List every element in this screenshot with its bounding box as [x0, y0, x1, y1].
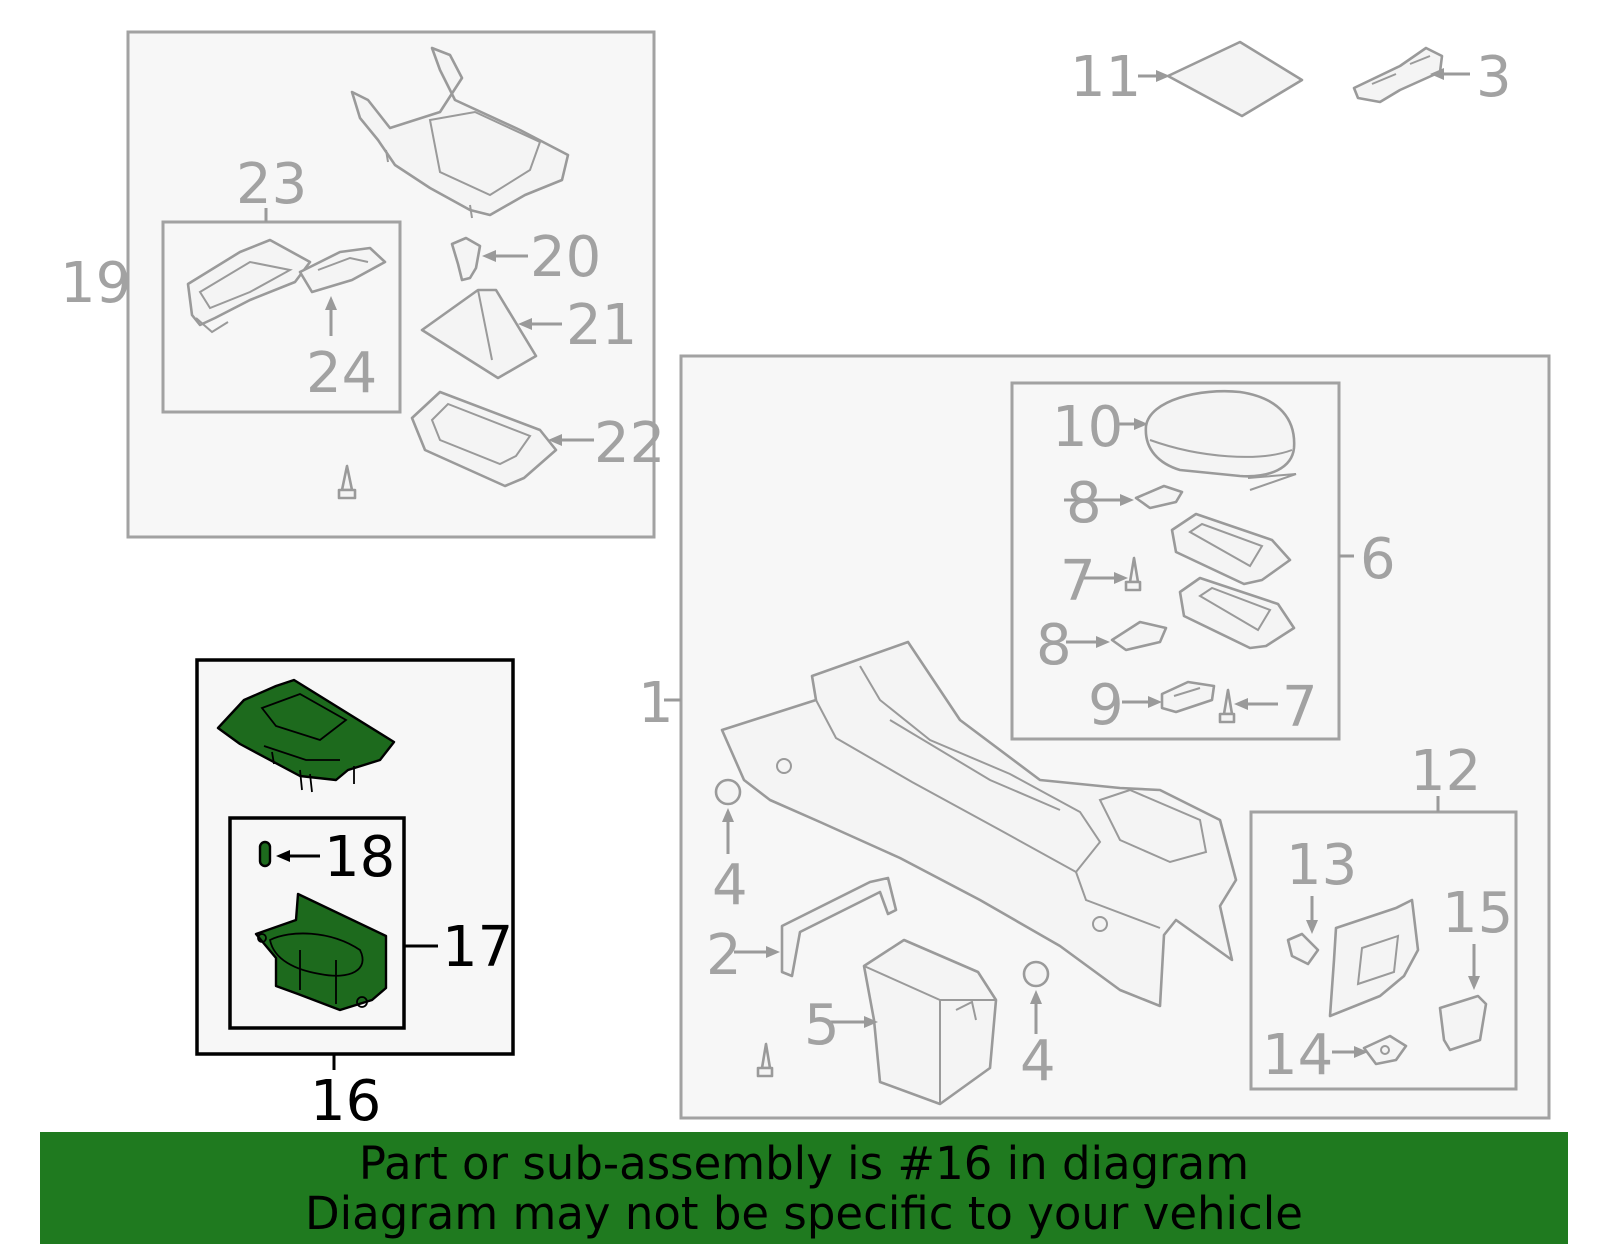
- callout-14: 14: [1262, 1023, 1333, 1088]
- arrowhead-4a: [722, 808, 734, 822]
- part-14-nut: [1362, 1034, 1408, 1066]
- part-23-tray: [186, 238, 312, 334]
- arrowhead-8a: [1120, 494, 1134, 506]
- callout-24: 24: [306, 341, 377, 406]
- callout-7a: 7: [1060, 549, 1096, 614]
- arrowhead-8b: [1096, 636, 1110, 648]
- arrowhead-15: [1468, 976, 1480, 990]
- part-22-bezel: [410, 390, 558, 488]
- part-15-cap: [1438, 994, 1488, 1052]
- part-8-clip-lower: [1110, 620, 1168, 652]
- info-banner: Part or sub-assembly is #16 in diagram D…: [40, 1132, 1568, 1244]
- banner-line-2: Diagram may not be specific to your vehi…: [305, 1187, 1303, 1240]
- part-24-clip: [298, 246, 387, 294]
- arrowhead-7b: [1234, 698, 1248, 710]
- part-3-bracket: [1352, 46, 1444, 104]
- callout-17: 17: [442, 915, 513, 980]
- arrowhead-24: [325, 296, 337, 310]
- callout-10: 10: [1052, 395, 1123, 460]
- part-21-shift-boot: [420, 288, 538, 380]
- callout-22: 22: [594, 411, 665, 476]
- arrowhead-18: [276, 850, 290, 862]
- arrowhead-4b: [1030, 990, 1042, 1004]
- callout-7b: 7: [1282, 675, 1318, 740]
- part-18-pin: [258, 840, 272, 868]
- arrowhead-13: [1306, 920, 1318, 934]
- callout-5: 5: [804, 993, 840, 1058]
- part-9-switch: [1160, 680, 1216, 714]
- banner-line-1: Part or sub-assembly is #16 in diagram: [358, 1137, 1250, 1190]
- callout-12: 12: [1410, 739, 1481, 804]
- callout-19: 19: [60, 251, 131, 316]
- callout-21: 21: [566, 293, 637, 358]
- callout-23: 23: [236, 152, 307, 217]
- console-body: [720, 640, 1238, 1008]
- callout-4b: 4: [1020, 1029, 1056, 1094]
- arrowhead-7a: [1114, 572, 1128, 584]
- callout-2: 2: [706, 923, 742, 988]
- arrowhead-10: [1134, 418, 1148, 430]
- callout-4a: 4: [712, 853, 748, 918]
- part-7-screw-lower: [1218, 688, 1236, 724]
- callout-16: 16: [310, 1069, 381, 1134]
- part-7-screw-upper: [1124, 556, 1142, 592]
- arrowhead-3: [1430, 68, 1444, 80]
- part-20-clip: [450, 236, 482, 282]
- callout-8a: 8: [1066, 471, 1102, 536]
- part-2-bracket: [780, 876, 898, 978]
- callout-9: 9: [1088, 673, 1124, 738]
- part-5-storage-bin: [862, 938, 998, 1106]
- arrowhead-9: [1148, 696, 1162, 708]
- screw-icon: [756, 1042, 774, 1078]
- callout-18: 18: [324, 825, 395, 890]
- arrowhead-14: [1354, 1046, 1368, 1058]
- callout-6: 6: [1360, 527, 1396, 592]
- callout-20: 20: [530, 225, 601, 290]
- callout-13: 13: [1286, 833, 1357, 898]
- part-11-pad: [1166, 40, 1304, 118]
- arrowhead-22: [548, 434, 562, 446]
- callout-11: 11: [1070, 45, 1141, 110]
- part-8-clip-upper: [1134, 484, 1184, 510]
- callout-3: 3: [1476, 45, 1512, 110]
- console-bin-lower: [1178, 576, 1296, 650]
- part-10-armrest-lid: [1144, 390, 1297, 491]
- arrowhead-11: [1156, 70, 1170, 82]
- part-12-side-cover: [1328, 898, 1420, 1018]
- highlighted-cup-holder: [254, 892, 388, 1012]
- console-bin-upper: [1170, 512, 1292, 586]
- callout-1: 1: [638, 671, 674, 736]
- part-4-grommet-right: [1022, 960, 1050, 988]
- arrowhead-21: [518, 318, 532, 330]
- screw-icon: [337, 464, 357, 500]
- highlighted-console-panel: [216, 678, 396, 793]
- arrowhead-5: [864, 1016, 878, 1028]
- arrowhead-2: [766, 946, 780, 958]
- callout-15: 15: [1442, 881, 1513, 946]
- part-4-grommet-left: [714, 778, 742, 806]
- console-top-trim: [350, 46, 570, 219]
- arrowhead-20: [482, 250, 496, 262]
- callout-8b: 8: [1036, 613, 1072, 678]
- part-13-clip: [1286, 932, 1320, 966]
